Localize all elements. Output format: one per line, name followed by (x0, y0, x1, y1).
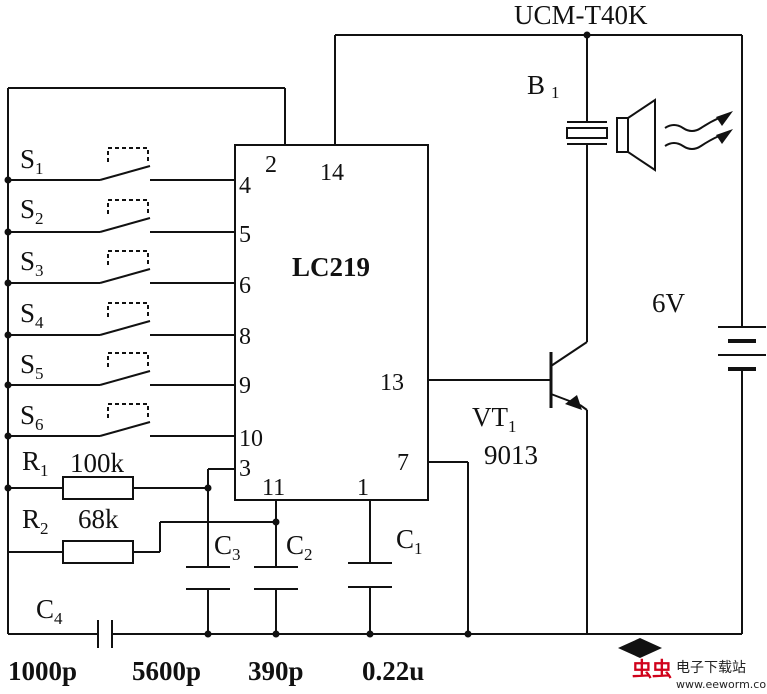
pin-label: 8 (239, 324, 251, 350)
resistor-value: 68k (78, 504, 119, 534)
junction-dot (204, 630, 212, 638)
junction-dot (4, 484, 12, 492)
emitter-arrow-icon (565, 395, 582, 410)
wave-arrow-icon (716, 111, 733, 126)
watermark-text: 电子下载站 (676, 660, 746, 676)
watermark-logo: 虫虫 (632, 657, 672, 681)
pin-label: 11 (262, 475, 285, 501)
r1-body (62, 476, 134, 500)
pin-label: 4 (239, 173, 251, 199)
capacitor-label: C2 (286, 530, 313, 564)
junction-dot (4, 176, 12, 184)
resistor-label: R1 (22, 446, 49, 480)
watermark: 虫虫 电子下载站 www.eeworm.com (618, 638, 767, 691)
pin-label: 13 (380, 370, 404, 396)
pin-label: 3 (239, 456, 251, 482)
capacitor-label: C1 (396, 524, 423, 558)
switch-label: S1 (20, 144, 44, 178)
junction-dot (272, 630, 280, 638)
capacitor-label: C4 (36, 594, 63, 628)
switch-label: S6 (20, 400, 44, 434)
ultrasonic-waves-icon (664, 117, 720, 150)
pin-label: 9 (239, 373, 251, 399)
junction-dot (366, 630, 374, 638)
graduation-cap-icon (618, 638, 662, 658)
pin-label: 5 (239, 222, 251, 248)
switch-label: S4 (20, 298, 44, 332)
resistor-label: R2 (22, 504, 49, 538)
pin-label: 7 (397, 450, 409, 476)
speaker-icon (616, 98, 656, 172)
switch-label: S5 (20, 349, 44, 383)
wires (7, 34, 766, 648)
resistor-value: 100k (70, 448, 125, 478)
transducer-model: UCM-T40K (514, 0, 648, 30)
junction-dot (4, 381, 12, 389)
pin-label: 1 (357, 475, 369, 501)
junction-dot (4, 331, 12, 339)
switch-rows (8, 165, 235, 437)
junction-dot (464, 630, 472, 638)
switch-label: S3 (20, 246, 44, 280)
transistor-ref: VT1 (472, 402, 517, 436)
battery-voltage: 6V (652, 288, 686, 318)
pin-label: 2 (265, 152, 277, 178)
bottom-value: 390p (248, 656, 304, 686)
junction-dot (4, 432, 12, 440)
ic-body (234, 144, 429, 501)
wave-arrow-icon (716, 129, 733, 144)
bottom-value: 5600p (132, 656, 201, 686)
bottom-value: 1000p (8, 656, 77, 686)
junction-dot (272, 518, 280, 526)
junction-dot (204, 484, 212, 492)
junction-dot (4, 228, 12, 236)
junction-dot (583, 31, 591, 39)
pin-label: 10 (239, 426, 263, 452)
r2-body (62, 540, 134, 564)
transistor-model: 9013 (484, 440, 538, 470)
capacitor-label: C3 (214, 530, 241, 564)
watermark-url: www.eeworm.com (676, 678, 767, 691)
b1-crystal (566, 127, 608, 139)
switch-label: S2 (20, 194, 44, 228)
ic-part-label: LC219 (292, 252, 370, 282)
junction-dot (4, 279, 12, 287)
labels: LC219 2 14 4 5 6 8 9 10 3 11 1 7 13 S1 S… (8, 0, 686, 686)
bottom-value: 0.22u (362, 656, 424, 686)
pin-label: 14 (320, 160, 344, 186)
switch-actuators (107, 147, 149, 418)
pin-label: 6 (239, 273, 251, 299)
